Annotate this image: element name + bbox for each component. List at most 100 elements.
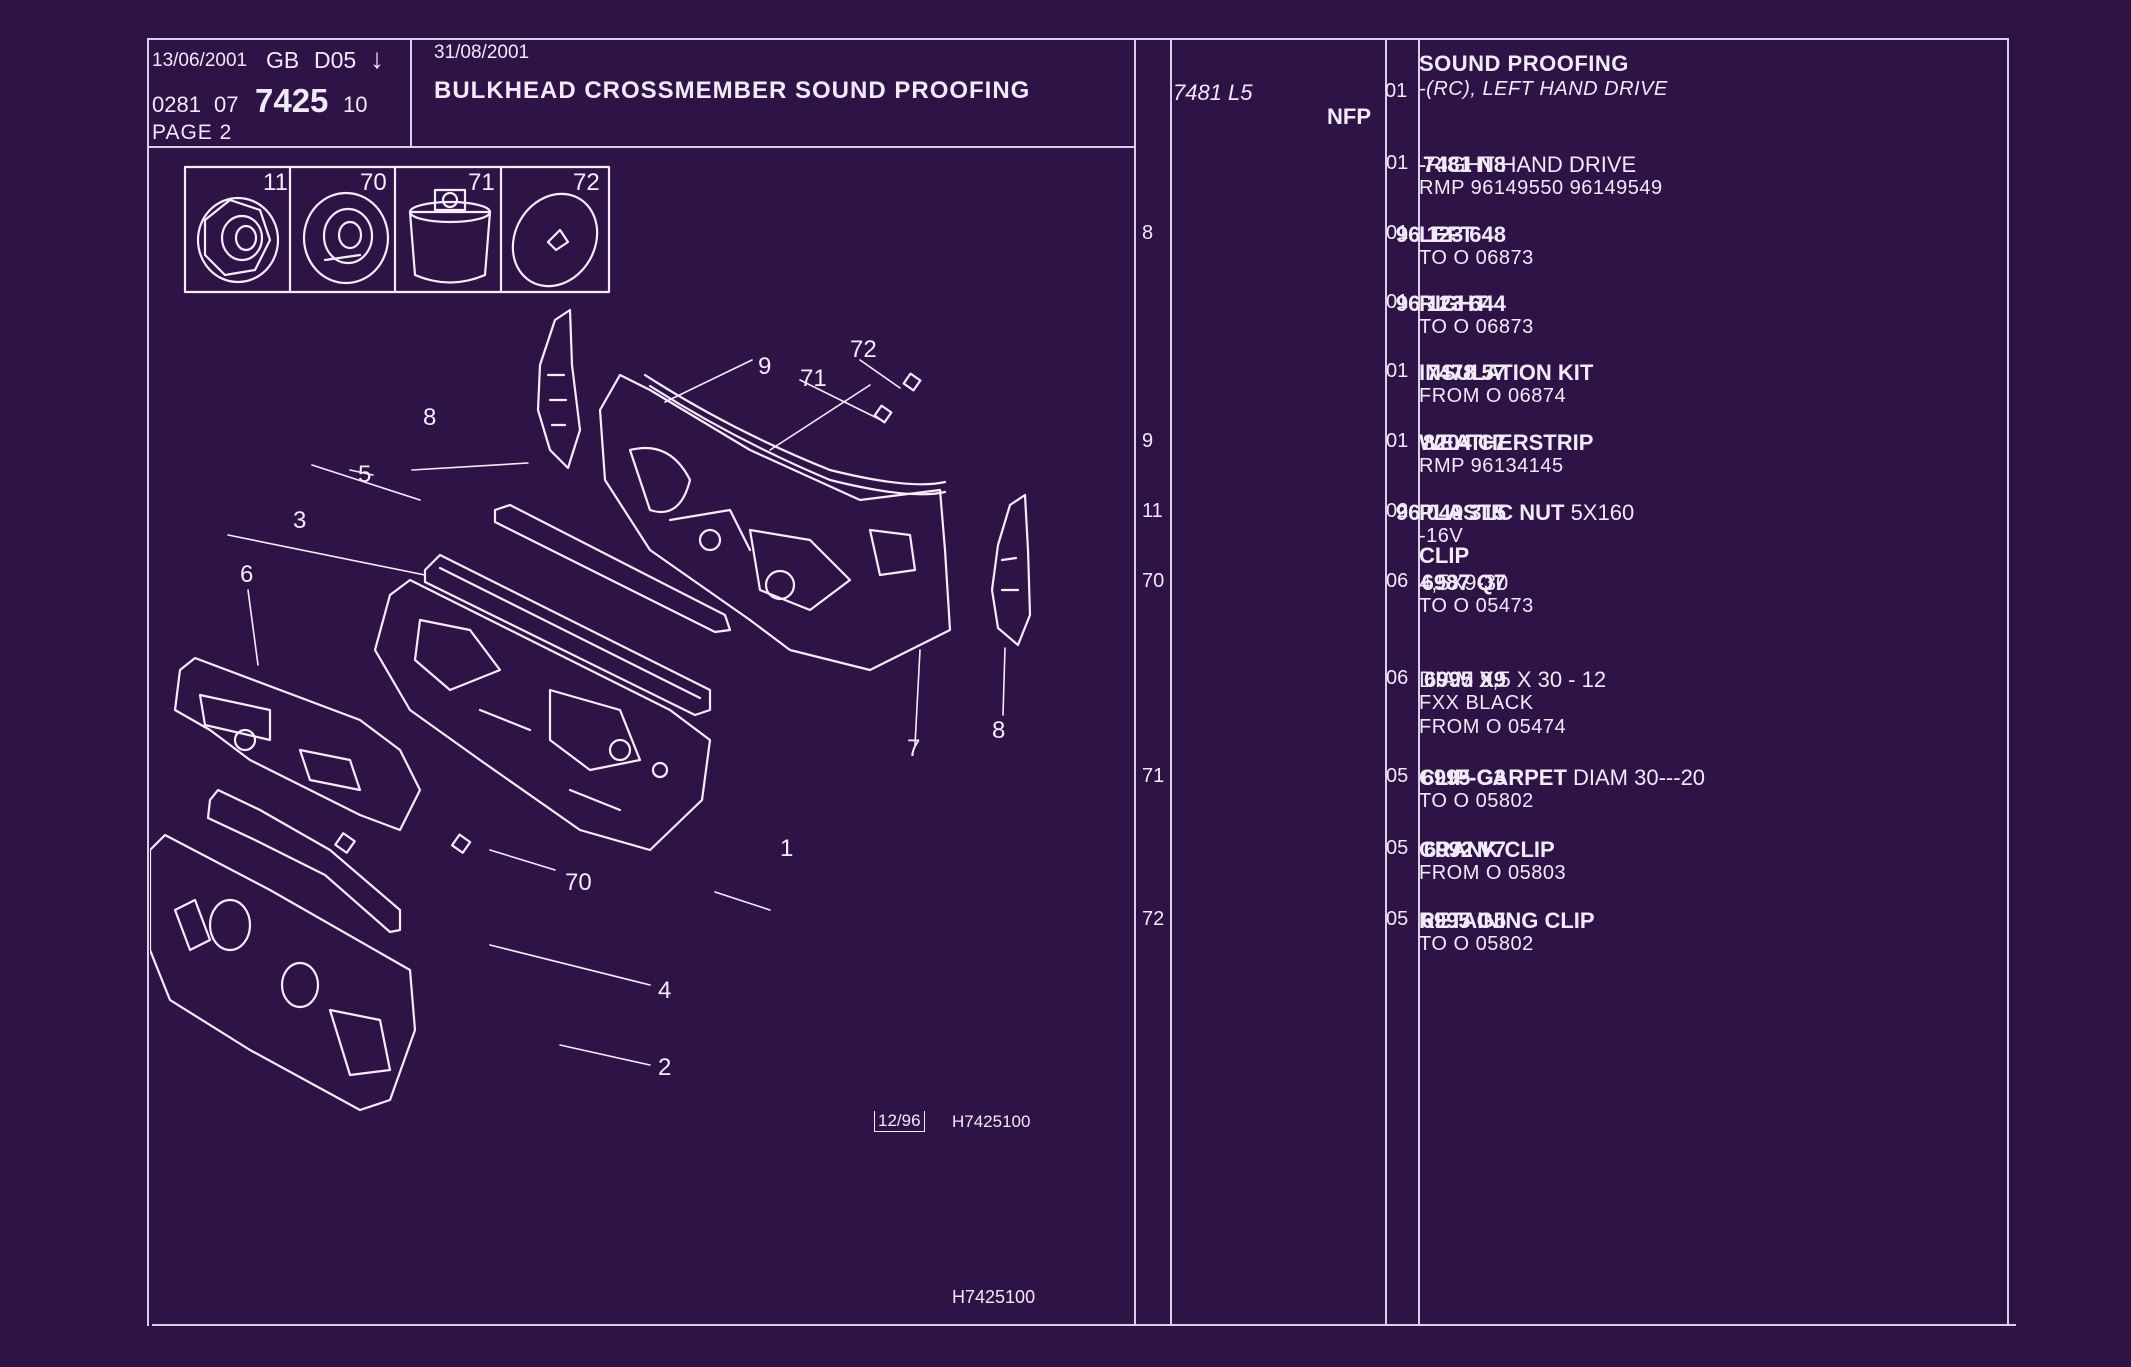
row-ref: 11 [1142, 500, 1163, 522]
diagram-stamp: 12/96 [874, 1111, 925, 1132]
callout-4: 4 [658, 977, 671, 1004]
row-line2: TO O 05802 [1419, 790, 1534, 812]
row-desc-text: -RIGHT HAND DRIVE [1419, 152, 1637, 177]
col-divider-1 [1134, 38, 1136, 1326]
row-desc-text: DIAM 30---20 [1566, 765, 1706, 790]
row-line2: FXX BLACK [1419, 692, 1534, 714]
frame-left [147, 38, 149, 1326]
row-desc-text: 4,5X9-30 [1419, 570, 1509, 595]
callout-9: 9 [758, 353, 771, 380]
header-lang-code: GB [266, 47, 300, 73]
frame-bottom [152, 1324, 2016, 1326]
top-qty: 01 [1385, 80, 1408, 102]
callout-70: 70 [565, 869, 592, 896]
row-line2: -16V [1419, 525, 1464, 547]
header-version-code: D05 [314, 47, 357, 73]
row-part-number: 96 123 644 [1395, 291, 1506, 316]
col-divider-4 [1418, 38, 1420, 1326]
callout-70-inset: 70 [360, 169, 387, 196]
row-line2: FROM O 05803 [1419, 862, 1567, 884]
row-desc: RIGHT [1419, 291, 1487, 317]
row-qty: 01 [1386, 152, 1409, 174]
footer-code: H7425100 [952, 1287, 1036, 1307]
row-ref: 70 [1142, 570, 1165, 592]
header-date-left: 13/06/2001 [152, 50, 248, 71]
row-part-number: 6995 G3 [1421, 765, 1506, 790]
callout-8-left: 8 [423, 404, 436, 431]
row-desc: 4,5X9-30 [1419, 570, 1508, 596]
row-pre-bold: CLIP [1419, 543, 1470, 568]
row-line2: TO O 06873 [1419, 316, 1534, 338]
callout-71-inset: 71 [468, 169, 495, 196]
row-qty: 01 [1386, 291, 1409, 313]
row-line2: RMP 96149550 96149549 [1419, 177, 1663, 199]
callout-3: 3 [293, 507, 306, 534]
callout-8-right: 8 [992, 717, 1005, 744]
row-qty: 01 [1386, 222, 1409, 244]
row-desc-bold: PLASTIC NUT [1419, 500, 1565, 525]
inset-parts-box [183, 165, 611, 294]
row-part-number: 6987 Q7 [1421, 570, 1506, 595]
callout-71: 71 [800, 365, 827, 392]
row-line2: FROM O 06874 [1419, 385, 1567, 407]
row-desc: DIAM 9,5 X 30 - 12 [1419, 667, 1606, 693]
row-qty: 02 [1386, 500, 1409, 522]
carpet-clip-icon [408, 188, 492, 284]
row-desc-text: DIAM 9,5 X 30 - 12 [1419, 667, 1607, 692]
row-desc: WEATHERSTRIP [1419, 430, 1593, 456]
row-line2: TO O 06873 [1419, 247, 1534, 269]
row-part-number: 6992 V7 [1424, 837, 1506, 862]
header-page-label: PAGE 2 [152, 121, 233, 144]
row-qty: 06 [1386, 667, 1409, 689]
row-line2: TO O 05802 [1419, 933, 1534, 955]
row-line2: TO O 05473 [1419, 595, 1534, 617]
row-part-number: 7481 N8 [1422, 152, 1506, 177]
row-desc: CLIP-CARPET DIAM 30---20 [1419, 765, 1705, 791]
frame-top [147, 38, 2007, 40]
row-qty: 01 [1386, 360, 1409, 382]
row-qty: 05 [1386, 837, 1409, 859]
row-desc-bold: CLIP-CARPET [1419, 765, 1567, 790]
row-ref: 9 [1142, 430, 1154, 452]
top-part-number: 7481 L5 [1173, 80, 1253, 105]
callout-11: 11 [263, 169, 288, 196]
row-part-number: 6995 X9 [1424, 667, 1506, 692]
row-desc: PLASTIC NUT 5X160 [1419, 500, 1634, 526]
row-qty: 06 [1386, 570, 1409, 592]
row-part-number: 6995 G5 [1421, 908, 1506, 933]
row-desc-bold: RIGHT [1419, 291, 1488, 316]
header-divider [147, 146, 1134, 148]
callout-1: 1 [780, 835, 793, 862]
row-desc-bold: CRANK CLIP [1419, 837, 1555, 862]
header-ref-prefix: 0281 [152, 92, 201, 117]
page-title: BULKHEAD CROSSMEMBER SOUND PROOFING [434, 77, 1031, 104]
header-vertical [410, 38, 412, 146]
row-qty: 05 [1386, 765, 1409, 787]
row-part-number: 7478 57 [1426, 360, 1506, 385]
header-ref-group: 7425 [255, 82, 329, 119]
row-desc: LEFT [1419, 222, 1474, 248]
row-ref: 72 [1142, 908, 1165, 930]
callout-7: 7 [907, 735, 920, 762]
row-desc-bold: INSULATION KIT [1419, 360, 1594, 385]
header-ref-suffix: 10 [343, 92, 368, 117]
row-ref: 71 [1142, 765, 1165, 787]
row-part-number: 96 123 648 [1395, 222, 1506, 247]
header-date-right: 31/08/2001 [434, 42, 530, 63]
row-desc-bold: RETAINING CLIP [1419, 908, 1595, 933]
callout-72-inset: 72 [573, 169, 600, 196]
top-nfp: NFP [1327, 104, 1371, 129]
header-ref-section: 07 [214, 92, 239, 117]
row-desc: CRANK CLIP [1419, 837, 1555, 863]
frame-right [2007, 38, 2009, 1326]
header-arrow-icon: ↓ [370, 43, 384, 74]
exploded-diagram: 11 70 71 72 8 5 3 6 9 71 72 7 8 1 70 4 2 [150, 165, 1032, 1112]
